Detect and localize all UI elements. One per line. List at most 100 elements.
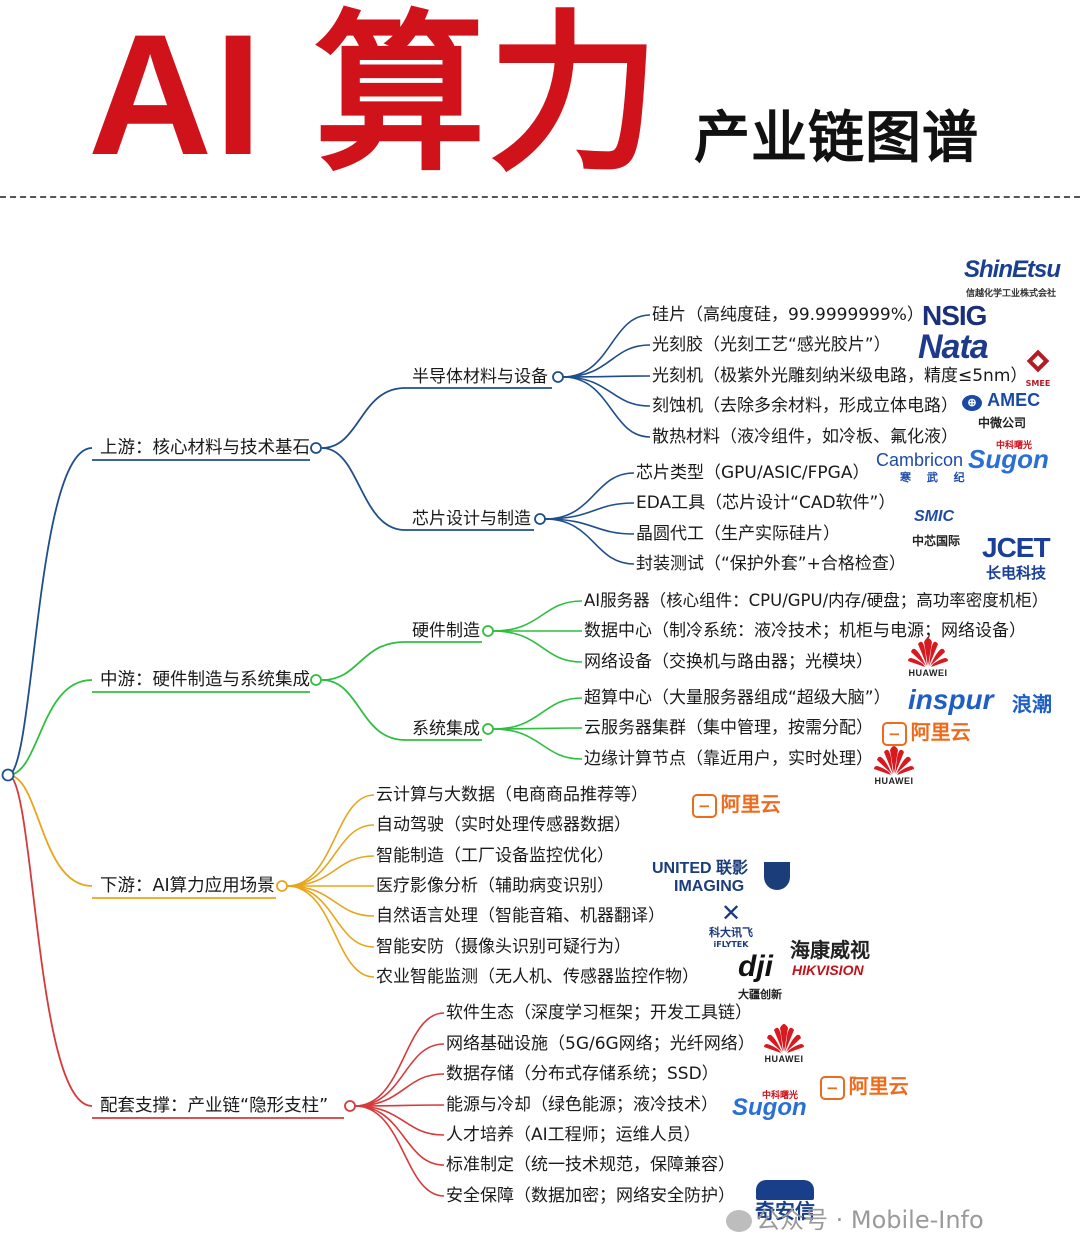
aliyun-bracket-icon: − <box>692 794 717 818</box>
logo-aliyun: −阿里云 <box>820 1070 909 1100</box>
node-downstream <box>276 880 288 892</box>
leaf-item: 安全保障（数据加密；网络安全防护） <box>446 1186 735 1206</box>
logo-united-imaging: UNITED 联影 IMAGING <box>652 860 749 895</box>
leaf-item: 硅片（高纯度硅，99.9999999%） <box>652 305 924 325</box>
connector-midstream-g1 <box>321 641 406 681</box>
logo-dji-cn: 大疆创新 <box>738 988 782 1001</box>
leaf-item: 数据中心（制冷系统：液冷技术；机柜与电源；网络设备） <box>584 621 1026 641</box>
leaf-item: 云服务器集群（集中管理，按需分配） <box>584 718 873 738</box>
logo-smic: SMIC <box>914 508 954 525</box>
connector-leaf <box>354 1043 445 1107</box>
logo-amec: ⊕ AMEC <box>962 390 1040 411</box>
node-up-g2 <box>534 513 546 525</box>
connector-root-support <box>7 774 93 1107</box>
logo-shinetsu: ShinEtsu <box>964 256 1061 283</box>
logo-huawei: HUAWEI <box>866 744 922 786</box>
logo-iflytek: ✕ 科大讯飞 iFLYTEK <box>700 899 762 949</box>
connector-leaf <box>286 794 375 887</box>
leaf-item: 智能安防（摄像头识别可疑行为） <box>376 937 631 957</box>
connector-leaf <box>544 518 635 535</box>
logo-nata: Nata <box>918 328 989 366</box>
smee-diamond-icon <box>1026 349 1050 373</box>
divider-line <box>0 196 1080 198</box>
united-imaging-icon <box>764 862 790 890</box>
connector-leaf <box>354 1105 445 1136</box>
connector-leaf <box>562 314 651 378</box>
logo-hikvision: HIKVISION <box>792 962 864 978</box>
node-up-g1 <box>552 371 564 383</box>
logo-aliyun: −阿里云 <box>882 716 971 746</box>
huawei-petal-icon <box>908 638 948 667</box>
logo-huawei: HUAWEI <box>756 1022 812 1064</box>
branch-downstream: 下游：AI算力应用场景 <box>100 876 275 896</box>
connector-leaf <box>354 1105 445 1197</box>
group-integration: 系统集成 <box>412 719 480 739</box>
connector-leaf <box>544 502 635 520</box>
leaf-item: 散热材料（液冷组件，如冷板、氟化液） <box>652 427 958 447</box>
logo-aliyun: −阿里云 <box>692 788 781 818</box>
logo-sugon-cn: 中科曙光 <box>762 1091 799 1101</box>
group-semiconductor: 半导体材料与设备 <box>412 367 548 387</box>
connector-upstream-g1 <box>321 387 406 449</box>
connector-leaf <box>354 1012 445 1107</box>
leaf-item: 超算中心（大量服务器组成“超级大脑”） <box>584 688 891 708</box>
branch-support: 配套支撑：产业链“隐形支柱” <box>100 1096 329 1116</box>
page-subtitle: 产业链图谱 <box>694 106 979 171</box>
leaf-item: 刻蚀机（去除多余材料，形成立体电路） <box>652 396 958 416</box>
connector-leaf <box>562 344 651 378</box>
logo-cambricon: Cambricon <box>876 450 964 470</box>
leaf-item: 智能制造（工厂设备监控优化） <box>376 846 614 866</box>
node-midstream <box>310 674 322 686</box>
connector-leaf <box>354 1104 445 1107</box>
node-support <box>344 1100 356 1112</box>
logo-dji: dji <box>738 950 773 983</box>
leaf-item: 晶圆代工（生产实际硅片） <box>636 524 840 544</box>
logo-huawei: HUAWEI <box>900 636 956 678</box>
logo-shinetsu-cn: 信越化学工业株式会社 <box>966 289 1057 299</box>
group-hardware: 硬件制造 <box>412 621 480 641</box>
logo-amec-cn: 中微公司 <box>978 416 1027 430</box>
connector-leaf <box>544 518 635 565</box>
aliyun-bracket-icon: − <box>882 722 907 746</box>
logo-jcet: JCET <box>982 532 1051 563</box>
connector-upstream-g2 <box>321 447 406 531</box>
node-mid-g1 <box>482 625 494 637</box>
leaf-item: AI服务器（核心组件：CPU/GPU/内存/硬盘；高功率密度机柜） <box>584 591 1049 610</box>
logo-jcet-cn: 长电科技 <box>986 564 1047 582</box>
connector-leaf <box>492 630 583 663</box>
logo-inspur: inspur <box>908 684 994 715</box>
qianxin-tiger-icon <box>756 1180 814 1200</box>
logo-cambricon-cn: 寒 武 纪 <box>900 471 971 484</box>
watermark: 公众号 · Mobile-Info <box>726 1200 984 1235</box>
node-upstream <box>310 442 322 454</box>
leaf-item: 软件生态（深度学习框架；开发工具链） <box>446 1003 752 1023</box>
node-root <box>1 768 15 782</box>
connector-leaf <box>286 855 375 887</box>
leaf-item: 光刻胶（光刻工艺“感光胶片”） <box>652 335 891 355</box>
connector-leaf <box>492 697 583 730</box>
leaf-item: 医疗影像分析（辅助病变识别） <box>376 876 614 896</box>
leaf-item: 光刻机（极紫外光雕刻纳米级电路，精度≤5nm） <box>652 366 1028 386</box>
connector-leaf <box>286 885 375 978</box>
connector-leaf <box>286 885 375 948</box>
connector-leaf <box>492 600 583 632</box>
leaf-item: 网络基础设施（5G/6G网络；光纤网络） <box>446 1034 755 1054</box>
leaf-item: 农业智能监测（无人机、传感器监控作物） <box>376 967 699 987</box>
leaf-item: 能源与冷却（绿色能源；液冷技术） <box>446 1095 718 1115</box>
logo-smic-cn: 中芯国际 <box>912 534 961 548</box>
leaf-item: 人才培养（AI工程师；运维人员） <box>446 1125 701 1145</box>
connector-leaf <box>286 885 375 917</box>
logo-sugon: Sugon <box>732 1094 807 1121</box>
leaf-item: 数据存储（分布式存储系统；SSD） <box>446 1064 719 1084</box>
connector-leaf <box>544 472 635 520</box>
leaf-item: 云计算与大数据（电商商品推荐等） <box>376 785 648 805</box>
logo-smee: SMEE <box>1020 347 1056 388</box>
leaf-item: 自然语言处理（智能音箱、机器翻译） <box>376 906 665 926</box>
iflytek-mark-icon: ✕ <box>720 899 742 927</box>
connector-leaf <box>354 1105 445 1166</box>
amec-emblem-icon: ⊕ <box>962 395 982 411</box>
connector-leaf <box>562 376 651 407</box>
leaf-item: 芯片类型（GPU/ASIC/FPGA） <box>636 463 870 483</box>
logo-qianxin: 奇安信 <box>748 1180 822 1222</box>
